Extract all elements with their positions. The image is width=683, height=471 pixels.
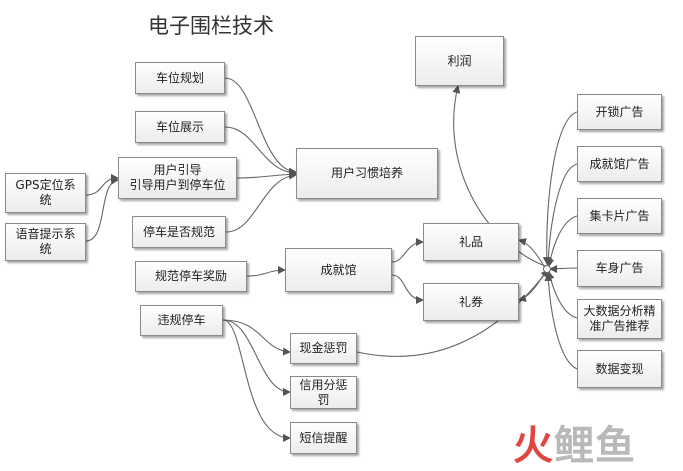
link-violation-cash xyxy=(222,319,291,356)
node-profit[interactable]: 利润 xyxy=(415,36,504,86)
node-parking-norm[interactable]: 停车是否规范 xyxy=(132,216,226,248)
diagram-title: 电子围栏技术 xyxy=(148,14,274,38)
link-body-hub xyxy=(549,264,578,273)
node-coupon[interactable]: 礼券 xyxy=(423,283,519,321)
link-show-habit xyxy=(224,126,297,177)
node-achievement[interactable]: 成就馆 xyxy=(285,248,392,292)
link-violation-credit xyxy=(222,319,291,396)
node-user-guide[interactable]: 用户引导 引导用户到停车位 xyxy=(118,157,237,199)
link-achievement-gift xyxy=(391,238,424,263)
link-norm-habit xyxy=(225,171,297,233)
node-ad-bigdata[interactable]: 大数据分析精 准广告推荐 xyxy=(577,299,662,339)
connector-lines xyxy=(85,77,578,442)
link-voice-guide xyxy=(85,176,119,242)
node-parking-show[interactable]: 车位展示 xyxy=(135,111,225,143)
link-gps-guide xyxy=(85,174,119,196)
link-plan-habit xyxy=(224,77,297,176)
watermark-logo: 火鲤鱼 xyxy=(513,413,636,471)
watermark-part2: 鲤鱼 xyxy=(554,423,636,469)
link-hub-profit xyxy=(452,85,546,267)
link-achievement-coupon xyxy=(391,274,424,304)
node-ad-body[interactable]: 车身广告 xyxy=(577,250,662,287)
link-violation-sms xyxy=(222,319,291,442)
node-data-monetize[interactable]: 数据变现 xyxy=(577,350,662,388)
link-adach-hub xyxy=(544,163,578,266)
node-sms[interactable]: 短信提醒 xyxy=(290,422,357,454)
node-gps[interactable]: GPS定位系 统 xyxy=(5,173,86,213)
node-violation[interactable]: 违规停车 xyxy=(140,305,223,336)
node-cash-penalty[interactable]: 现金惩罚 xyxy=(290,333,357,364)
link-bigdata-hub xyxy=(546,271,578,319)
link-monetize-hub xyxy=(544,273,578,370)
node-ad-unlock[interactable]: 开锁广告 xyxy=(577,94,662,130)
node-parking-plan[interactable]: 车位规划 xyxy=(135,62,225,94)
link-hub-gift xyxy=(518,238,546,269)
node-gift[interactable]: 礼品 xyxy=(423,223,519,261)
watermark-part1: 火 xyxy=(513,423,554,469)
node-ad-card[interactable]: 集卡片广告 xyxy=(577,198,662,234)
link-reward-achievement xyxy=(246,266,286,277)
node-voice[interactable]: 语音提示系 统 xyxy=(5,223,86,261)
node-habit[interactable]: 用户习惯培养 xyxy=(296,148,438,199)
hub-junction xyxy=(543,265,551,273)
link-cash-hub xyxy=(356,269,549,357)
node-credit-penalty[interactable]: 信用分惩 罚 xyxy=(290,376,357,409)
mind-map: 电子围栏技术 xyxy=(5,14,662,469)
link-hub-coupon xyxy=(518,271,546,302)
link-unlock-hub xyxy=(542,111,578,265)
node-norm-reward[interactable]: 规范停车奖励 xyxy=(135,261,247,292)
node-ad-achievement[interactable]: 成就馆广告 xyxy=(577,146,662,182)
link-card-hub xyxy=(546,215,578,267)
